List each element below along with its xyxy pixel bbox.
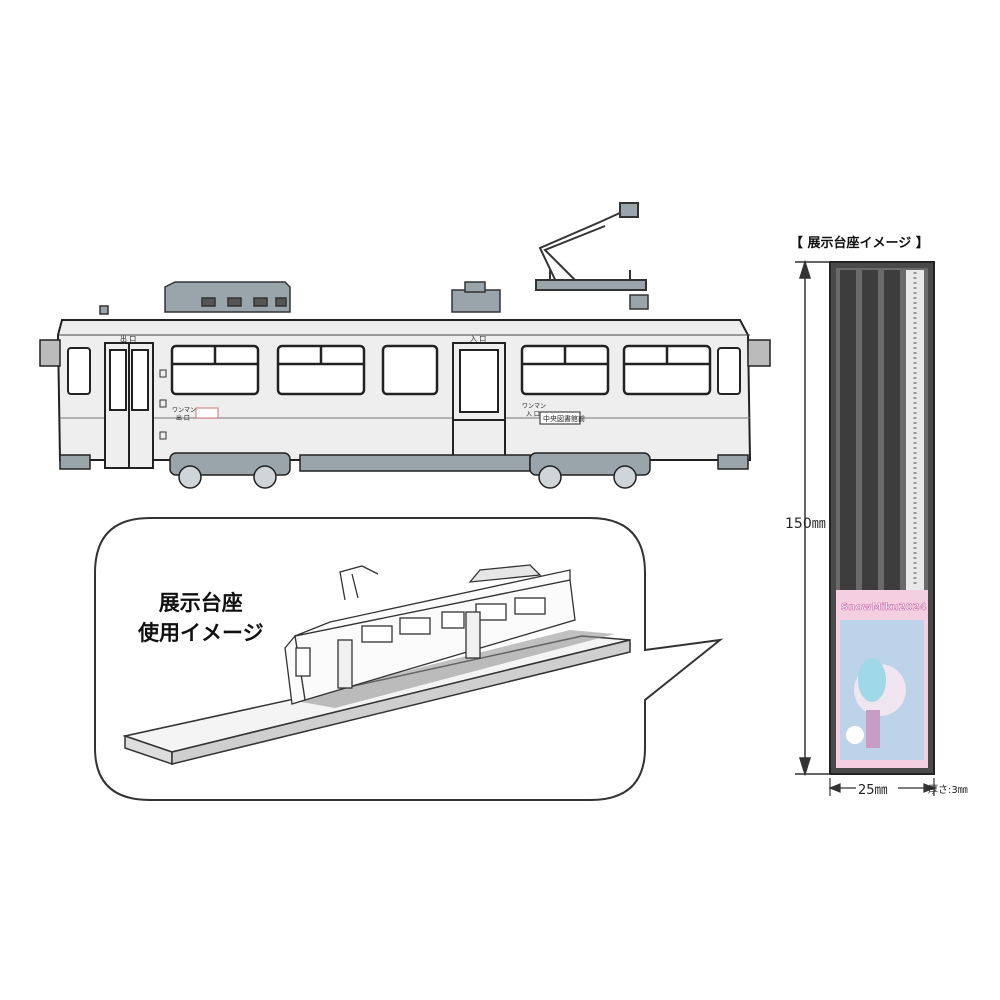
entrance-door bbox=[452, 342, 506, 469]
bubble-caption: 展示台座 使用イメージ bbox=[138, 588, 264, 648]
height-label: 150㎜ bbox=[785, 516, 826, 532]
tram-side-view: 出 口 入 口 ワンマン 出 口 ワンマン 入 口 中央図書館前 bbox=[39, 202, 771, 489]
stand-title: 【 展示台座イメージ 】 bbox=[790, 236, 929, 251]
mini-tram-illustration bbox=[284, 564, 576, 705]
ad-panel bbox=[195, 407, 219, 419]
width-label: 25㎜ bbox=[858, 783, 888, 798]
card-logo: SnowMiku2024 bbox=[841, 602, 926, 613]
oneman-entry-label-1: ワンマン bbox=[522, 403, 546, 410]
exit-label: 出 口 bbox=[120, 334, 136, 343]
width-dimension-arrow bbox=[828, 778, 936, 796]
destination-plate bbox=[539, 411, 581, 425]
height-dimension-arrow bbox=[795, 259, 830, 777]
caption-line-2: 使用イメージ bbox=[138, 621, 264, 645]
destination-label: 中央図書館前 bbox=[543, 414, 585, 423]
pantograph bbox=[535, 202, 647, 291]
wheels bbox=[178, 465, 637, 489]
stand-base-illustration bbox=[122, 630, 631, 766]
oneman-exit-label-1: ワンマン bbox=[172, 407, 196, 414]
thickness-label: 厚さ:3㎜ bbox=[928, 785, 968, 796]
entrance-label: 入 口 bbox=[470, 335, 486, 343]
caption-line-1: 展示台座 bbox=[158, 591, 243, 615]
side-windows bbox=[170, 344, 712, 396]
oneman-entry-label-2: 入 口 bbox=[526, 411, 540, 418]
roof-equipment bbox=[99, 281, 649, 315]
exit-door bbox=[104, 342, 154, 469]
oneman-exit-label-2: 出 口 bbox=[176, 414, 190, 422]
